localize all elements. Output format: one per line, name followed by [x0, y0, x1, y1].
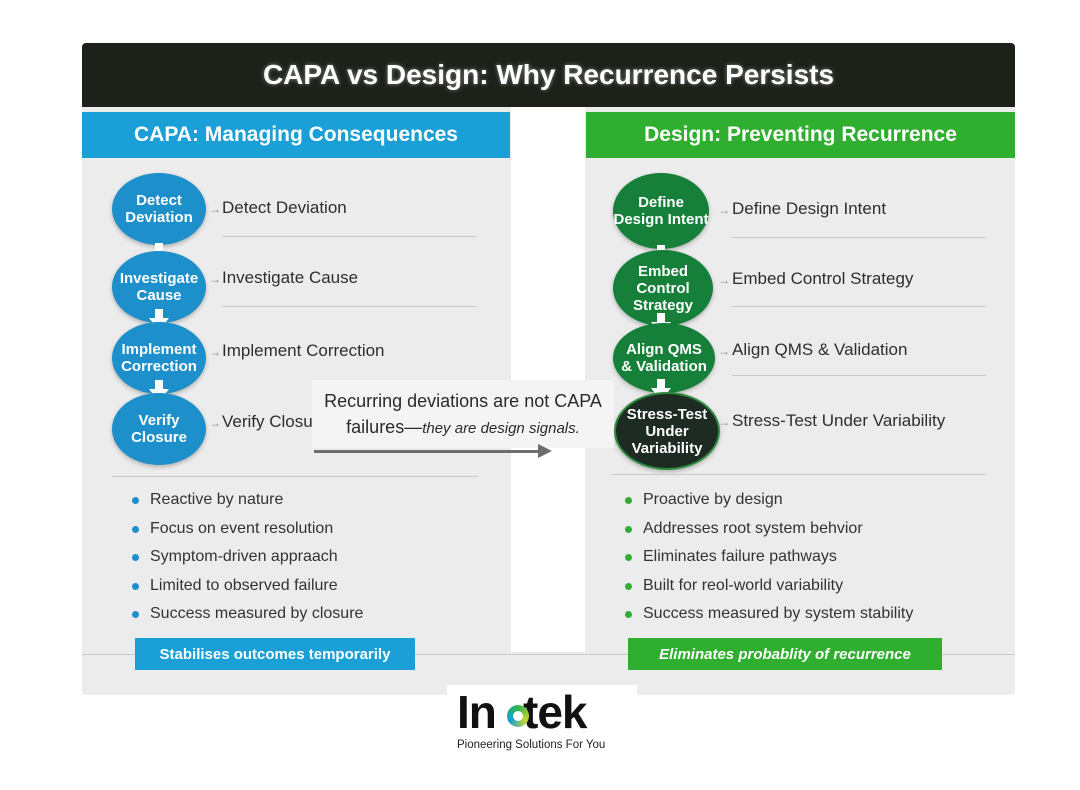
divider	[732, 237, 986, 238]
capa-step-4-label: Verify Closure	[222, 412, 328, 431]
list-item: Eliminates failure pathways	[625, 548, 913, 577]
list-item: Success measured by system stability	[625, 605, 913, 634]
connector-icon: →	[718, 344, 730, 358]
divider	[732, 375, 986, 376]
list-item: Proactive by design	[625, 491, 913, 520]
connector-icon: →	[718, 273, 730, 287]
list-item-text: Limited to observed failure	[150, 576, 338, 594]
callout-line-2-plain: failures—	[346, 417, 423, 437]
design-step-4-label: Stress-Test Under Variability	[732, 411, 946, 430]
list-item-text: Built for reol-world variability	[643, 576, 844, 594]
logo-wordmark: Inotek	[457, 686, 587, 738]
design-characteristics-list: Proactive by design Addresses root syste…	[625, 491, 913, 634]
design-column-header: Design: Preventing Recurrence	[586, 112, 1015, 158]
inotek-logo: Inotek Pioneering Solutions For You	[447, 685, 637, 757]
bullet-icon	[132, 611, 139, 618]
list-item-text: Focus on event resolution	[150, 519, 334, 537]
bullet-icon	[625, 611, 632, 618]
list-item-text: Eliminates failure pathways	[643, 548, 837, 565]
recurrence-callout: Recurring deviations are not CAPA failur…	[312, 380, 614, 448]
design-step-2-label: Embed Control Strategy	[732, 269, 914, 288]
bullet-icon	[132, 554, 139, 561]
design-step-1-label: Define Design Intent	[732, 199, 887, 218]
callout-line-2: failures—they are design signals.	[312, 414, 614, 442]
column-divider	[511, 107, 585, 652]
list-item: Success measured by closure	[132, 605, 363, 634]
list-item-text: Proactive by design	[643, 491, 783, 508]
list-item: Addresses root system behvior	[625, 520, 913, 549]
connector-icon: →	[209, 416, 221, 430]
connector-icon: →	[718, 203, 730, 217]
bullet-icon	[625, 554, 632, 561]
list-item-text: Success measured by closure	[150, 605, 364, 622]
bullet-icon	[132, 497, 139, 504]
divider	[612, 474, 986, 475]
connector-icon: →	[209, 202, 221, 216]
capa-column-header: CAPA: Managing Consequences	[82, 112, 510, 158]
callout-arrow-shaft	[314, 450, 540, 453]
list-item-text: Symptom-driven appraach	[150, 548, 338, 565]
logo-tagline: Pioneering Solutions For You	[457, 739, 606, 751]
capa-step-2-label: Investigate Cause	[222, 268, 359, 287]
capa-outcome-banner: Stabilises outcomes temporarily	[135, 638, 415, 670]
divider	[732, 306, 986, 307]
logo-ring-icon	[507, 705, 529, 727]
list-item-text: Reactive by nature	[150, 491, 284, 508]
connector-icon: →	[209, 272, 221, 286]
connector-icon: →	[718, 415, 730, 429]
capa-step-3-label: Implement Correction	[222, 341, 385, 360]
list-item: Limited to observed failure	[132, 577, 363, 606]
callout-line-1: Recurring deviations are not CAPA	[324, 391, 602, 411]
callout-arrow-icon	[538, 444, 552, 458]
design-step-3-label: Align QMS & Validation	[732, 340, 908, 359]
bullet-icon	[625, 497, 632, 504]
list-item: Symptom-driven appraach	[132, 548, 363, 577]
capa-characteristics-list: Reactive by nature Focus on event resolu…	[132, 491, 363, 634]
diagram-title: CAPA vs Design: Why Recurrence Persists	[82, 43, 1015, 107]
list-item-text: Addresses root system behvior	[643, 519, 863, 537]
divider	[222, 306, 476, 307]
bullet-icon	[625, 525, 632, 533]
capa-step-1-label: Detect Deviation	[222, 198, 347, 217]
divider	[112, 476, 478, 477]
list-item: Reactive by nature	[132, 491, 363, 520]
bullet-icon	[625, 582, 632, 590]
divider	[222, 236, 476, 237]
bullet-icon	[132, 525, 139, 533]
bullet-icon	[132, 582, 139, 590]
design-outcome-banner: Eliminates probablity of recurrence	[628, 638, 942, 670]
connector-icon: →	[209, 345, 221, 359]
list-item: Built for reol-world variability	[625, 577, 913, 606]
callout-line-2-emphasis: they are design signals.	[422, 420, 580, 437]
list-item: Focus on event resolution	[132, 520, 363, 549]
list-item-text: Success measured by system stability	[643, 605, 914, 622]
footer-divider	[82, 654, 1015, 655]
